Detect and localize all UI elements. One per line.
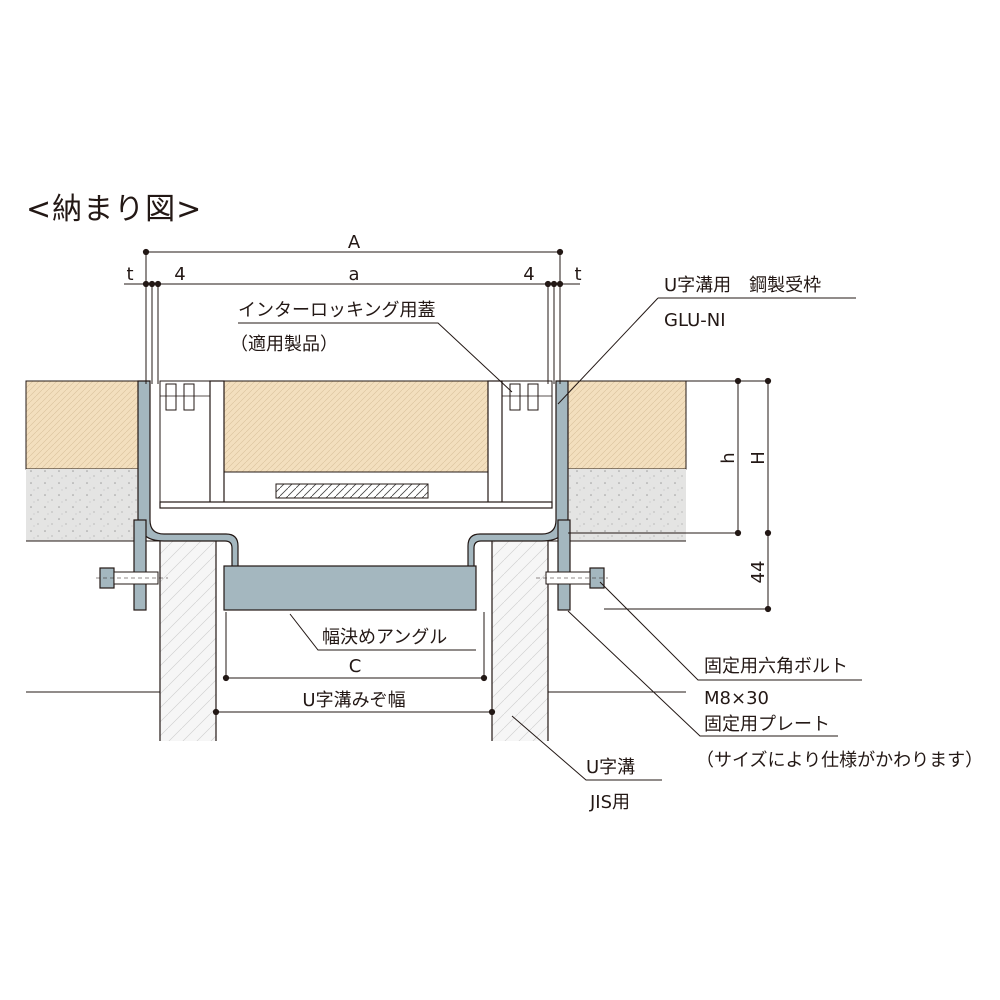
dim-C: C xyxy=(349,656,362,677)
dim-ditch-width: U字溝みぞ幅 xyxy=(302,690,405,711)
lid-note-label: （適用製品） xyxy=(230,334,338,355)
frame-name-label: U字溝用 鋼製受枠 xyxy=(664,275,821,296)
bolt-label: 固定用六角ボルト xyxy=(704,656,848,677)
ditch-label: U字溝 xyxy=(586,757,635,778)
ground-layers xyxy=(25,380,687,741)
dimension-lines xyxy=(124,248,772,741)
paver-lid-fill xyxy=(223,380,489,473)
concrete-right xyxy=(568,469,686,541)
ditch-wall-left xyxy=(160,541,216,741)
bolt-size-label: M8×30 xyxy=(704,688,769,709)
dim-4-right: 4 xyxy=(523,264,534,285)
paver-left xyxy=(25,380,139,470)
dim-t-right: t xyxy=(574,264,581,285)
page-title: <納まり図> xyxy=(26,192,203,227)
lid-reinforcement-bar xyxy=(275,483,429,499)
lid-name-label: インターロッキング用蓋 xyxy=(238,300,435,321)
dim-A: A xyxy=(348,232,361,253)
plate-label: 固定用プレート xyxy=(704,714,830,735)
fixing-plate-right xyxy=(557,519,571,611)
dim-4-left: 4 xyxy=(174,264,185,285)
ditch-wall-right xyxy=(492,541,548,741)
fixing-plate-left xyxy=(133,519,147,611)
dimension-labels: A t 4 a 4 t h H 44 C U字溝みぞ幅 xyxy=(126,232,769,711)
dim-t-left: t xyxy=(126,264,133,285)
dim-a: a xyxy=(348,264,359,285)
callout-labels: インターロッキング用蓋 （適用製品） U字溝用 鋼製受枠 GLU-NI 幅決めア… xyxy=(230,275,983,813)
interlocking-lid xyxy=(159,380,553,509)
ditch-std-label: JIS用 xyxy=(589,792,630,813)
plate-note-label: （サイズにより仕様がかわります） xyxy=(696,750,983,771)
angle-label: 幅決めアングル xyxy=(322,627,447,648)
hex-bolt-left xyxy=(96,567,168,589)
dim-44: 44 xyxy=(748,561,769,584)
width-angle xyxy=(223,565,477,611)
paver-right xyxy=(567,380,687,470)
frame-model-label: GLU-NI xyxy=(664,310,726,331)
concrete-left xyxy=(26,469,138,541)
dim-h: h xyxy=(718,452,739,463)
steel-frame xyxy=(96,380,608,611)
dim-H: H xyxy=(748,451,769,465)
leader-lines xyxy=(238,297,862,781)
